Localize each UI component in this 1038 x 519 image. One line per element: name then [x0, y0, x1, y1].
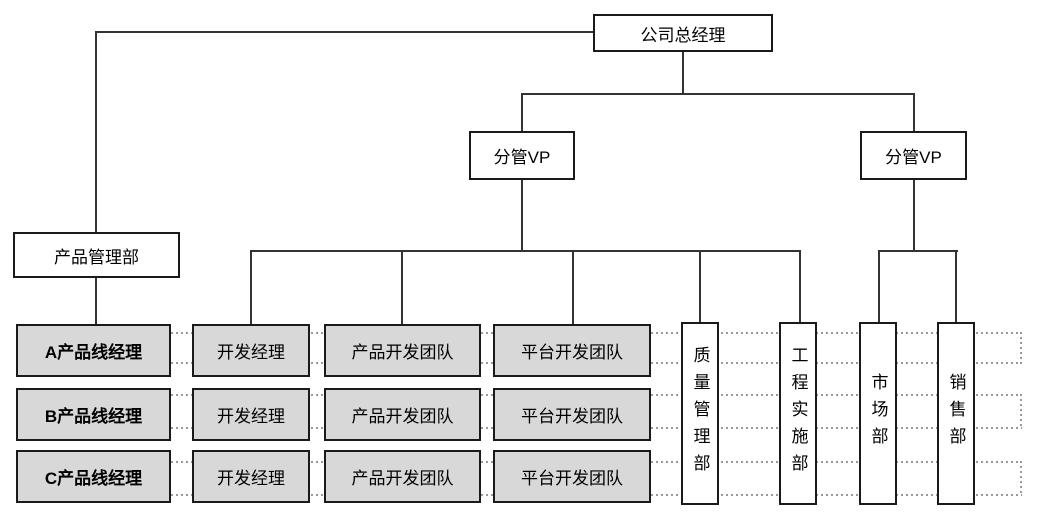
node-dev-manager-row-a: 开发经理	[192, 324, 310, 377]
connector-line	[913, 93, 915, 131]
connector-line	[913, 180, 915, 252]
connector-line	[521, 180, 523, 252]
node-general-manager: 公司总经理	[593, 14, 773, 52]
node-sales-dept: 销售部	[937, 322, 975, 505]
connector-line	[878, 250, 958, 252]
connector-line	[955, 250, 957, 324]
connector-line	[95, 31, 595, 33]
vertical-dept-label: 工程实施部	[788, 346, 808, 481]
vertical-dept-label: 市场部	[868, 373, 888, 454]
node-engineering-implementation-dept: 工程实施部	[779, 322, 817, 505]
node-quality-management-dept: 质量管理部	[681, 322, 719, 505]
node-product-management-dept: 产品管理部	[13, 232, 180, 278]
node-product-line-a-manager: A产品线经理	[16, 324, 171, 377]
connector-line	[401, 250, 403, 324]
connector-line	[572, 250, 574, 324]
connector-line	[699, 250, 701, 324]
connector-line	[878, 250, 880, 324]
connector-line	[682, 52, 684, 95]
connector-line	[95, 278, 97, 326]
connector-line	[95, 31, 97, 233]
dotted-line-row-a-end	[1020, 332, 1022, 364]
node-platform-dev-team-row-c: 平台开发团队	[493, 450, 651, 503]
node-product-dev-team-row-a: 产品开发团队	[324, 324, 481, 377]
node-product-dev-team-row-b: 产品开发团队	[324, 388, 481, 441]
node-product-line-b-manager: B产品线经理	[16, 388, 171, 441]
node-product-line-c-manager: C产品线经理	[16, 450, 171, 503]
node-platform-dev-team-row-b: 平台开发团队	[493, 388, 651, 441]
connector-line	[250, 250, 801, 252]
connector-line	[250, 250, 252, 324]
node-product-dev-team-row-c: 产品开发团队	[324, 450, 481, 503]
node-marketing-dept: 市场部	[859, 322, 897, 505]
vertical-dept-label: 质量管理部	[690, 346, 710, 481]
connector-line	[521, 93, 523, 131]
node-vp-right: 分管VP	[860, 131, 967, 180]
node-dev-manager-row-c: 开发经理	[192, 450, 310, 503]
node-dev-manager-row-b: 开发经理	[192, 388, 310, 441]
connector-line	[521, 93, 915, 95]
vertical-dept-label: 销售部	[946, 373, 966, 454]
node-platform-dev-team-row-a: 平台开发团队	[493, 324, 651, 377]
dotted-line-row-c-end	[1020, 461, 1022, 496]
connector-line	[799, 250, 801, 324]
dotted-line-row-b-end	[1020, 394, 1022, 429]
node-vp-left: 分管VP	[469, 131, 575, 180]
